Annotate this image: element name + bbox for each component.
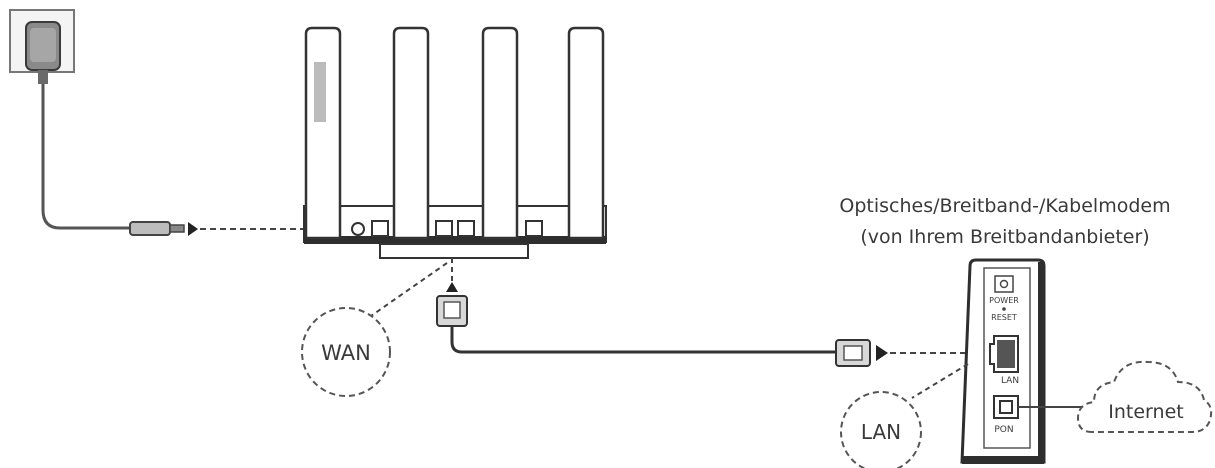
modem-reset-label: RESET [991,313,1017,322]
wan-callout-circle [301,307,391,397]
router-lan-port-icon [435,220,453,237]
modem-title-line1: Optisches/Breitband-/Kabelmodem [839,195,1170,217]
lan-label: LAN [861,420,901,444]
lan-arrow-icon [876,345,888,361]
router-antenna-icon [304,26,342,240]
router-antenna-icon [567,26,605,240]
router-antenna-icon [481,26,519,240]
modem-title-line2: (von Ihrem Breitbandanbieter) [860,226,1149,248]
router-power-port-icon [351,222,365,236]
ethernet-cable [450,326,836,354]
lan-callout-circle [840,391,922,468]
wan-label: WAN [321,341,371,365]
wan-arrow-icon [446,282,458,292]
router-lan-port-icon [525,220,543,237]
ethernet-plug-icon [436,295,468,327]
router-device [303,26,607,259]
ethernet-plug-icon [835,339,871,367]
lan-callout-line [911,363,969,399]
internet-cloud-icon [1076,360,1213,433]
modem-power-label: POWER [989,296,1019,305]
power-arrow-icon [188,222,198,236]
router-stand [379,243,529,259]
modem-reset-dot-icon [1002,307,1006,311]
router-wan-port-icon [371,220,389,237]
modem-lan-port-label: LAN [1001,376,1019,386]
modem-power-button-icon [994,275,1014,293]
power-adapter-icon [25,21,61,84]
router-lan-port-icon [457,220,475,237]
internet-label: Internet [1108,401,1183,423]
power-plug-icon [129,221,185,236]
wan-callout-line [367,262,448,319]
router-antenna-icon [392,26,430,240]
modem-pon-port-label: PON [994,425,1013,435]
power-cable [41,84,130,230]
modem-device: POWER RESET LAN PON [960,258,1046,464]
